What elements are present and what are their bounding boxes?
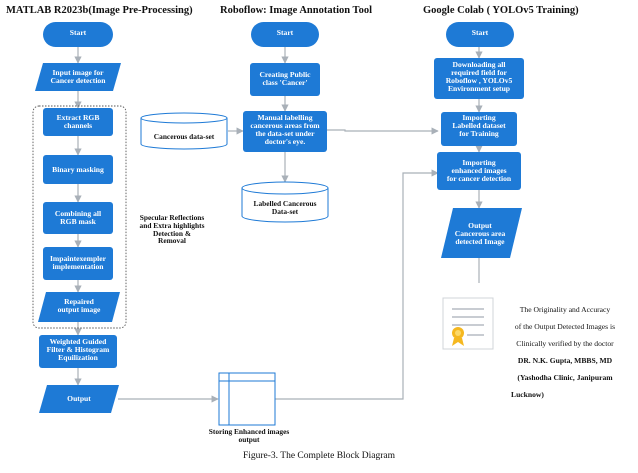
importing-enhanced-label: Importing enhanced images for cancer det…: [446, 158, 512, 183]
binary-label: Binary masking: [52, 165, 104, 174]
verification-line-3: Clinically verified by the doctor: [516, 338, 614, 348]
roboflow-start-label: Start: [276, 28, 294, 37]
matlab-output-parallelogram: [39, 385, 119, 413]
repaired-parallelogram: [38, 292, 120, 322]
combining-label: Combining all RGB mask: [54, 209, 102, 226]
verification-line-5: (Yashodha Clinic, Janipuram: [517, 372, 613, 382]
certificate-icon: [442, 297, 494, 350]
specular-group-box: [32, 105, 127, 329]
cancerous-dataset-label: Cancerous data-set: [153, 132, 215, 141]
weighted-process: [39, 335, 117, 368]
importing-labelled-label: Importing Labelled dataset for Training: [452, 113, 506, 138]
importing-enhanced-process: [437, 152, 521, 190]
arrow-manual-to-colab: [327, 127, 439, 135]
matlab-input-label: Input image for Cancer detection: [50, 68, 106, 85]
inpaint-label: Impaintexempler implementation: [49, 254, 107, 271]
labelled-dataset-cylinder: [241, 181, 329, 223]
colab-output-parallelogram: [441, 208, 522, 258]
downloading-process: [434, 58, 524, 99]
verification-line-1: The Originality and Accuracy: [519, 304, 611, 314]
storing-label: Storing Enhanced images output: [208, 427, 290, 444]
downloading-label: Downloading all required field for Robof…: [445, 60, 513, 93]
matlab-column-title: MATLAB R2023b(Image Pre-Processing): [6, 5, 193, 16]
repaired-label: Repaired output image: [57, 297, 101, 314]
importing-labelled-process: [441, 112, 517, 146]
matlab-start-terminator: [43, 22, 113, 47]
manual-process: [243, 111, 327, 152]
specular-label: Specular Reflections and Extra highlight…: [139, 213, 205, 246]
connectors: [74, 47, 483, 403]
verification-line-6: Lucknow): [511, 389, 544, 399]
extract-label: Extract RGB channels: [56, 113, 100, 130]
matlab-start-label: Start: [69, 28, 87, 37]
matlab-input-parallelogram: [35, 63, 121, 91]
roboflow-start-terminator: [251, 22, 319, 47]
colab-column-title: Google Colab ( YOLOv5 Training): [423, 5, 579, 16]
binary-process: [43, 155, 113, 184]
storing-storage-shape: [218, 372, 276, 426]
arrow-storing-to-colab: [275, 169, 439, 400]
verification-note: The Originality and Accuracy of the Outp…: [495, 297, 635, 408]
manual-label: Manual labelling cancerous areas from th…: [250, 113, 320, 146]
creating-label: Creating Public class 'Cancer': [259, 70, 311, 87]
colab-output-label: Output Cancerous area detected Image: [454, 221, 506, 246]
figure-caption: Figure-3. The Complete Block Diagram: [242, 451, 396, 461]
verification-line-2: of the Output Detected Images is: [514, 321, 616, 331]
inpaint-process: [43, 247, 113, 280]
colab-start-label: Start: [471, 28, 489, 37]
verification-line-4: DR. N.K. Gupta, MBBS, MD: [517, 355, 613, 365]
colab-start-terminator: [446, 22, 514, 47]
weighted-label: Weighted Guided Filter & Histogram Equil…: [46, 337, 110, 362]
cancerous-dataset-cylinder: [140, 112, 228, 150]
creating-process: [250, 63, 320, 96]
extract-process: [43, 108, 113, 136]
combining-process: [43, 202, 113, 234]
roboflow-column-title: Roboflow: Image Annotation Tool: [220, 5, 372, 16]
matlab-output-label: Output: [67, 394, 91, 403]
labelled-dataset-label: Labelled Cancerous Data-set: [253, 199, 317, 216]
